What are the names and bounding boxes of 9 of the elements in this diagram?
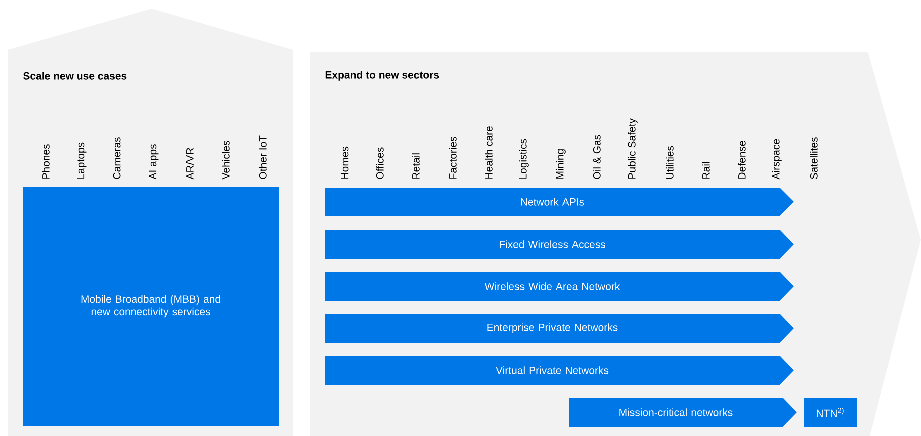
service-box: Mobile Broadband (MBB) and new connectivity services xyxy=(23,187,279,426)
sector-label: Satellites xyxy=(810,138,818,180)
service-box: NTN$^{2)}$ xyxy=(804,398,857,427)
arrow-band: Enterprise Private Networks xyxy=(325,314,794,343)
arrow-band: Wireless Wide Area Network xyxy=(325,272,794,301)
arrow-band: Network APIs xyxy=(325,188,794,216)
arrow-band: Fixed Wireless Access xyxy=(325,230,794,259)
arrow-band: Mission-critical networks xyxy=(569,398,797,427)
arrow-band: Virtual Private Networks xyxy=(325,356,794,385)
